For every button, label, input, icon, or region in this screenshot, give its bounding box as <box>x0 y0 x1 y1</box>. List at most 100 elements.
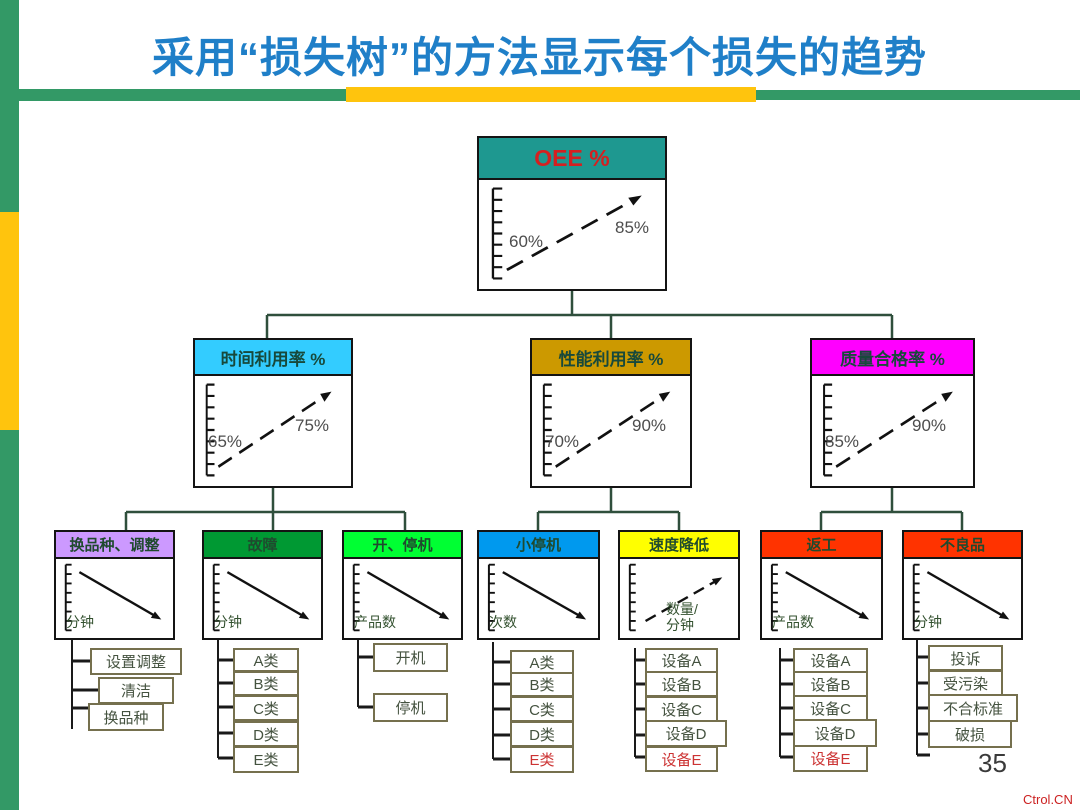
leaf-shutdown: 停机 <box>373 693 448 722</box>
trend-arrow-head <box>858 611 870 620</box>
left-accent-bar-middle <box>0 212 19 430</box>
axis <box>64 563 72 632</box>
node-quality-rate: 质量合格率 % 85% 90% <box>810 338 975 488</box>
node-speed-loss-label: 速度降低 <box>648 537 709 554</box>
node-quality-header: 质量合格率 % <box>812 340 973 376</box>
trend-up-chart <box>491 187 642 280</box>
unit-label: 分钟 <box>214 613 242 630</box>
leaf-label: 换品种 <box>103 709 149 727</box>
node-performance-header: 性能利用率 % <box>532 340 690 376</box>
leaf-label: D类 <box>529 726 555 744</box>
leaf-label: D类 <box>253 726 279 744</box>
page-title: 采用“损失树”的方法显示每个损失的趋势 <box>151 34 927 81</box>
unit-label: 分钟 <box>914 613 942 630</box>
node-oee-label: OEE % <box>534 144 610 171</box>
leaf-label: A类 <box>253 652 279 670</box>
leaf-broken: 破损 <box>928 720 1012 748</box>
leaf-equipment-d: 设备D <box>645 720 727 747</box>
node-oee: OEE % 60% 85% <box>477 136 667 291</box>
trend-up-chart <box>542 383 671 477</box>
unit-label: 产品数 <box>772 613 814 630</box>
leaf-equipment-b: 设备B <box>793 671 868 697</box>
leaf-label: 设备A <box>810 653 851 670</box>
trend-arrow-line <box>502 571 583 619</box>
leaf-label: 开机 <box>395 650 426 667</box>
leaf-label: 设备D <box>814 725 856 743</box>
node-breakdown: 故障 分钟 <box>202 530 323 640</box>
trend-arrow-head <box>320 391 332 402</box>
leaf-stem-lines <box>71 640 918 759</box>
trend-down-chart <box>487 563 587 632</box>
node-speed-loss-header: 速度降低 <box>620 532 738 559</box>
node-changeover-adjust: 换品种、调整 分钟 <box>54 530 175 640</box>
leaf-label: B类 <box>529 677 555 694</box>
leaf-label: 设备E <box>661 751 702 769</box>
leaf-label: C类 <box>529 701 555 719</box>
node-minor-stop-header: 小停机 <box>479 532 598 559</box>
node-rework: 返工 产品数 <box>760 530 883 640</box>
leaf-class-c: C类 <box>510 696 574 722</box>
node-changeover-header: 换品种、调整 <box>56 532 173 559</box>
node-speed-loss: 速度降低 数量/ 分钟 <box>618 530 740 640</box>
leaf-label: A类 <box>529 654 555 672</box>
node-oee-chart: 60% 85% <box>479 180 665 287</box>
node-start-stop-label: 开、停机 <box>372 537 433 554</box>
leaf-equipment-c: 设备C <box>793 695 868 721</box>
leaf-label: 设备C <box>661 701 702 719</box>
node-changeover-chart: 分钟 <box>56 559 173 636</box>
trend-down-chart <box>770 563 870 632</box>
trend-arrow-line <box>835 394 948 468</box>
leaf-contaminated: 受污染 <box>928 670 1003 696</box>
title-rule-yellow <box>346 87 756 102</box>
unit-label: 次数 <box>489 613 517 630</box>
trend-arrow-head <box>658 391 671 402</box>
leaf-class-b: B类 <box>510 672 574 697</box>
trend-arrow-head <box>941 391 953 402</box>
leaf-label: 设备B <box>810 676 851 694</box>
leaf-equipment-a: 设备A <box>793 648 868 673</box>
trend-arrow-line <box>785 571 866 619</box>
trend-arrow-line <box>366 571 447 619</box>
node-performance-rate: 性能利用率 % 70% 90% <box>530 338 692 488</box>
node-minor-stop-chart: 次数 <box>479 559 598 636</box>
leaf-equipment-e-highlighted: 设备E <box>793 745 868 772</box>
leaf-changeover: 换品种 <box>88 703 164 731</box>
trend-arrow-head <box>438 611 450 620</box>
trend-down-chart <box>64 563 162 632</box>
leaf-label: 受污染 <box>942 675 988 693</box>
trend-arrow-head <box>711 577 723 586</box>
axis <box>491 187 503 280</box>
trend-arrow-line <box>217 394 327 468</box>
watermark: Ctrol.CN <box>1023 792 1073 807</box>
trend-end-value: 90% <box>912 416 947 435</box>
leaf-class-d: D类 <box>233 721 299 747</box>
trend-start-value: 70% <box>545 432 580 451</box>
node-defects: 不良品 分钟 <box>902 530 1023 640</box>
axis <box>542 383 552 477</box>
trend-start-value: 65% <box>208 432 243 451</box>
trend-down-chart <box>912 563 1010 632</box>
leaf-label: 设备A <box>661 653 702 670</box>
title-rule-green-left <box>19 89 346 101</box>
node-performance-label: 性能利用率 % <box>558 349 664 369</box>
leaf-label: 投诉 <box>950 650 981 668</box>
node-breakdown-label: 故障 <box>247 537 278 554</box>
axis <box>487 563 495 632</box>
leaf-equipment-b: 设备B <box>645 671 718 697</box>
node-minor-stop: 小停机 次数 <box>477 530 600 640</box>
leaf-label: E类 <box>253 752 279 769</box>
node-performance-chart: 70% 90% <box>532 376 690 484</box>
leaf-cleaning: 清洁 <box>98 677 174 704</box>
trend-arrow-head <box>150 611 162 620</box>
leaf-substandard: 不合标准 <box>928 694 1018 722</box>
trend-arrow-head <box>998 611 1010 620</box>
trend-end-value: 85% <box>615 218 650 237</box>
title-rule-green-right <box>756 90 1080 100</box>
leaf-equipment-d: 设备D <box>793 719 877 747</box>
leaf-class-a: A类 <box>233 648 299 672</box>
leaf-label: 设备C <box>810 700 851 718</box>
axis <box>912 563 920 632</box>
trend-arrow-line <box>644 578 719 622</box>
leaf-label: 设置调整 <box>105 654 166 671</box>
